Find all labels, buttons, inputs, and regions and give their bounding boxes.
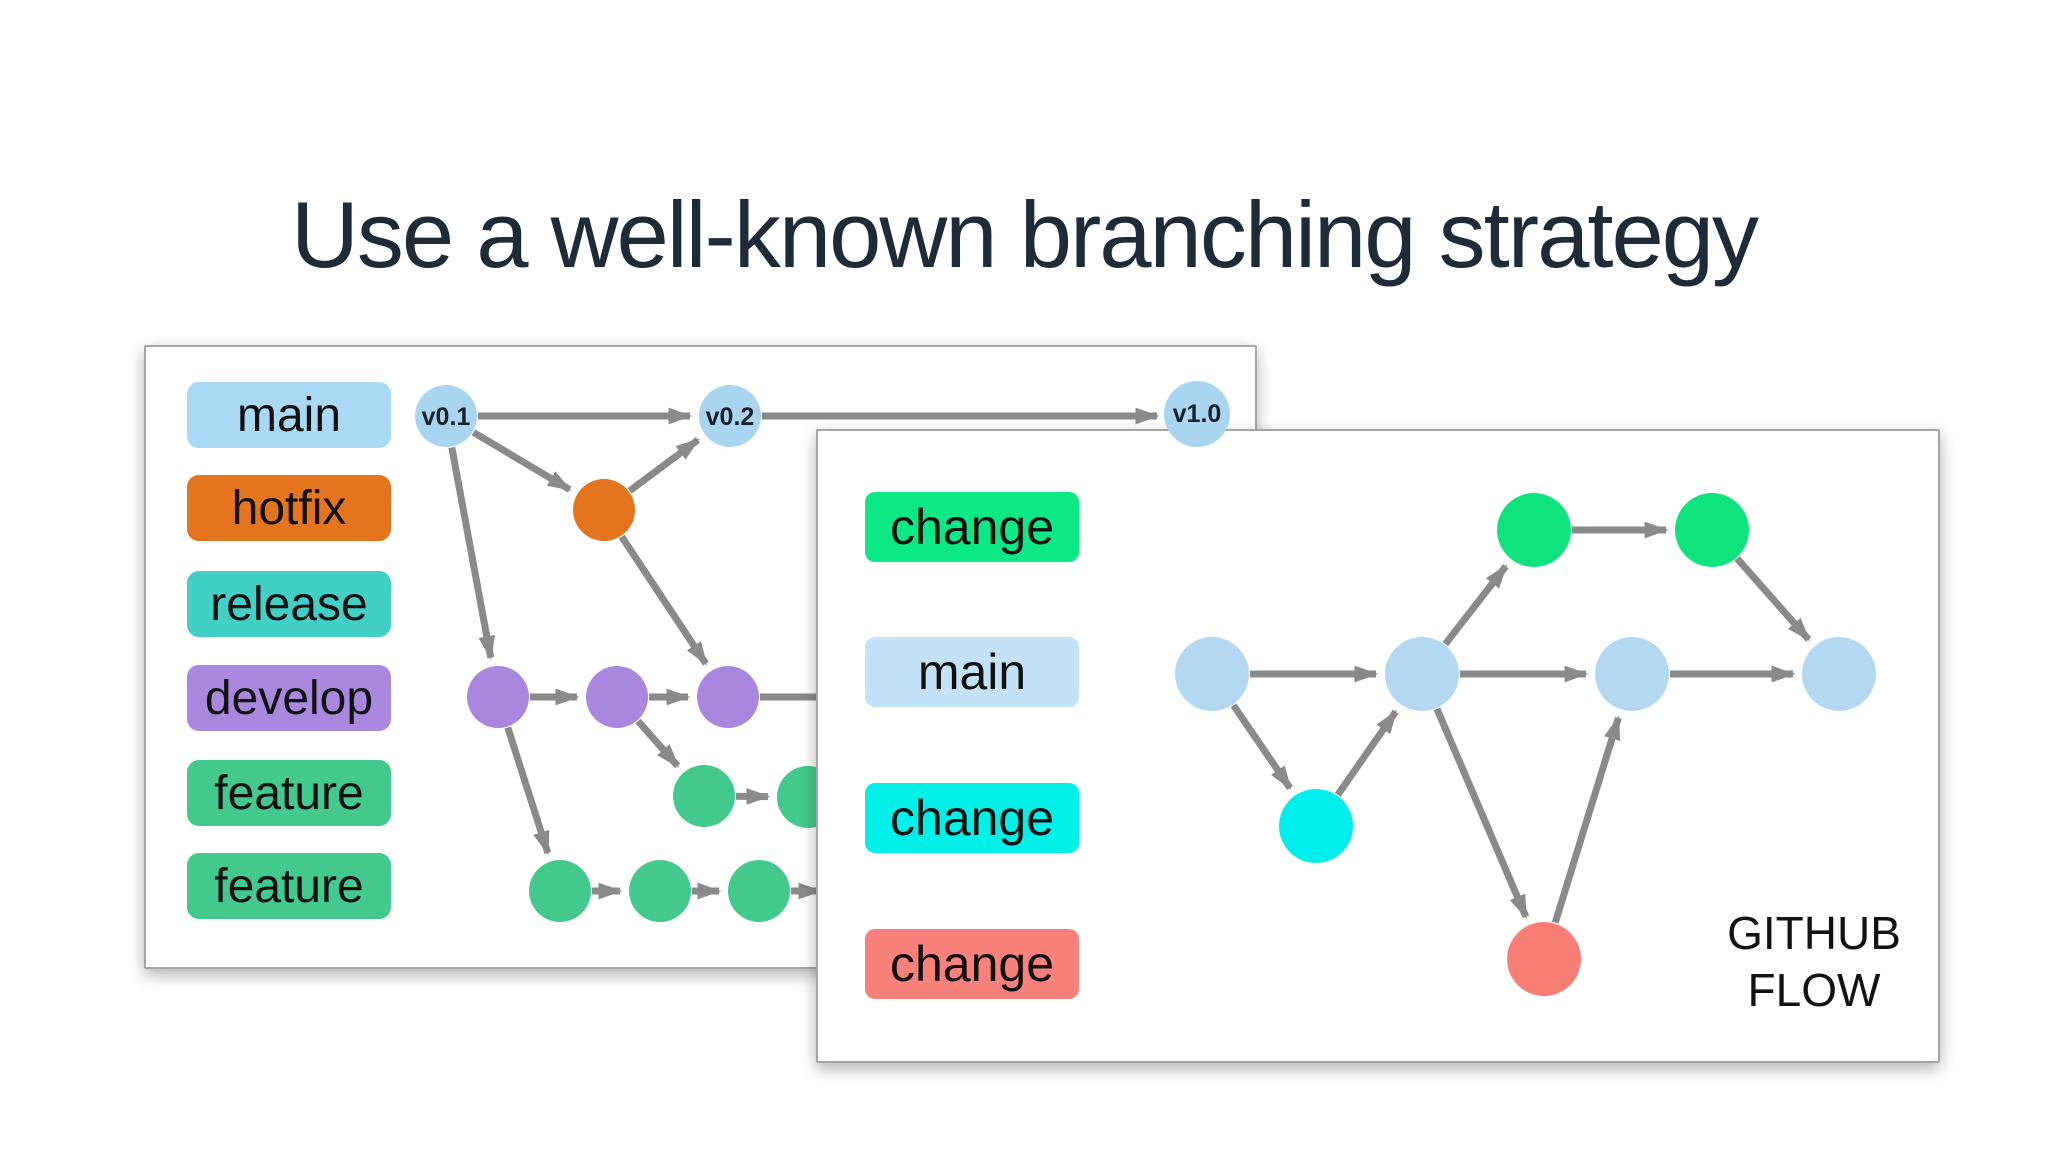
flow-arrow (1230, 703, 1293, 791)
commit-node-dev2 (586, 666, 648, 728)
branch-label-main: main (865, 637, 1079, 707)
commit-node-g1 (1497, 493, 1571, 567)
commit-node-v1.0: v1.0 (1164, 381, 1230, 447)
commit-node-m1 (1175, 637, 1249, 711)
commit-node-dev1 (467, 666, 529, 728)
commit-node-feat2a (529, 860, 591, 922)
commit-node-hotfix1 (573, 479, 635, 541)
commit-node-feat2c (728, 860, 790, 922)
commit-node-m3 (1595, 637, 1669, 711)
commit-node-label: v0.1 (422, 403, 471, 431)
flow-arrow (1551, 715, 1622, 924)
flow-arrow (635, 718, 681, 769)
commit-node-label: v0.2 (706, 403, 755, 431)
branch-label-change-red: change (865, 929, 1079, 999)
commit-node-dev3 (697, 666, 759, 728)
commit-node-feat1a (673, 765, 735, 827)
githubflow-panel: change main change change GITHUB FLOW (816, 429, 1940, 1063)
branch-label-feature-1: feature (187, 760, 391, 826)
commit-node-v0.1 (415, 385, 477, 447)
flow-arrow (1433, 707, 1530, 919)
flow-arrow (627, 437, 701, 494)
flow-arrow (1734, 556, 1812, 642)
caption-line-2: FLOW (1747, 964, 1881, 1016)
commit-node-m4 (1802, 637, 1876, 711)
flow-arrow (1334, 709, 1399, 797)
caption-line-1: GITHUB (1727, 907, 1901, 959)
branch-label-release: release (187, 571, 391, 637)
commit-node-feat2b (629, 860, 691, 922)
branch-label-develop: develop (187, 665, 391, 731)
branch-label-hotfix: hotfix (187, 475, 391, 541)
commit-node-m2 (1385, 637, 1459, 711)
flow-arrow (504, 726, 552, 856)
branch-label-main: main (187, 382, 391, 448)
githubflow-caption: GITHUB FLOW (1654, 905, 1974, 1019)
slide-title: Use a well-known branching strategy (290, 181, 1759, 287)
flow-arrow (471, 429, 572, 493)
commit-node-g2 (1675, 493, 1749, 567)
branch-label-feature-2: feature (187, 853, 391, 919)
commit-node-r1 (1507, 922, 1581, 996)
branch-label-change-cyan: change (865, 783, 1079, 853)
commit-node-c1 (1279, 789, 1353, 863)
flow-arrow (448, 446, 496, 661)
flow-arrow (618, 534, 709, 666)
githubflow-graph (1175, 493, 1876, 996)
branch-label-change-green: change (865, 492, 1079, 562)
commit-node-v0.2 (699, 385, 761, 447)
flow-arrow (1442, 564, 1509, 647)
